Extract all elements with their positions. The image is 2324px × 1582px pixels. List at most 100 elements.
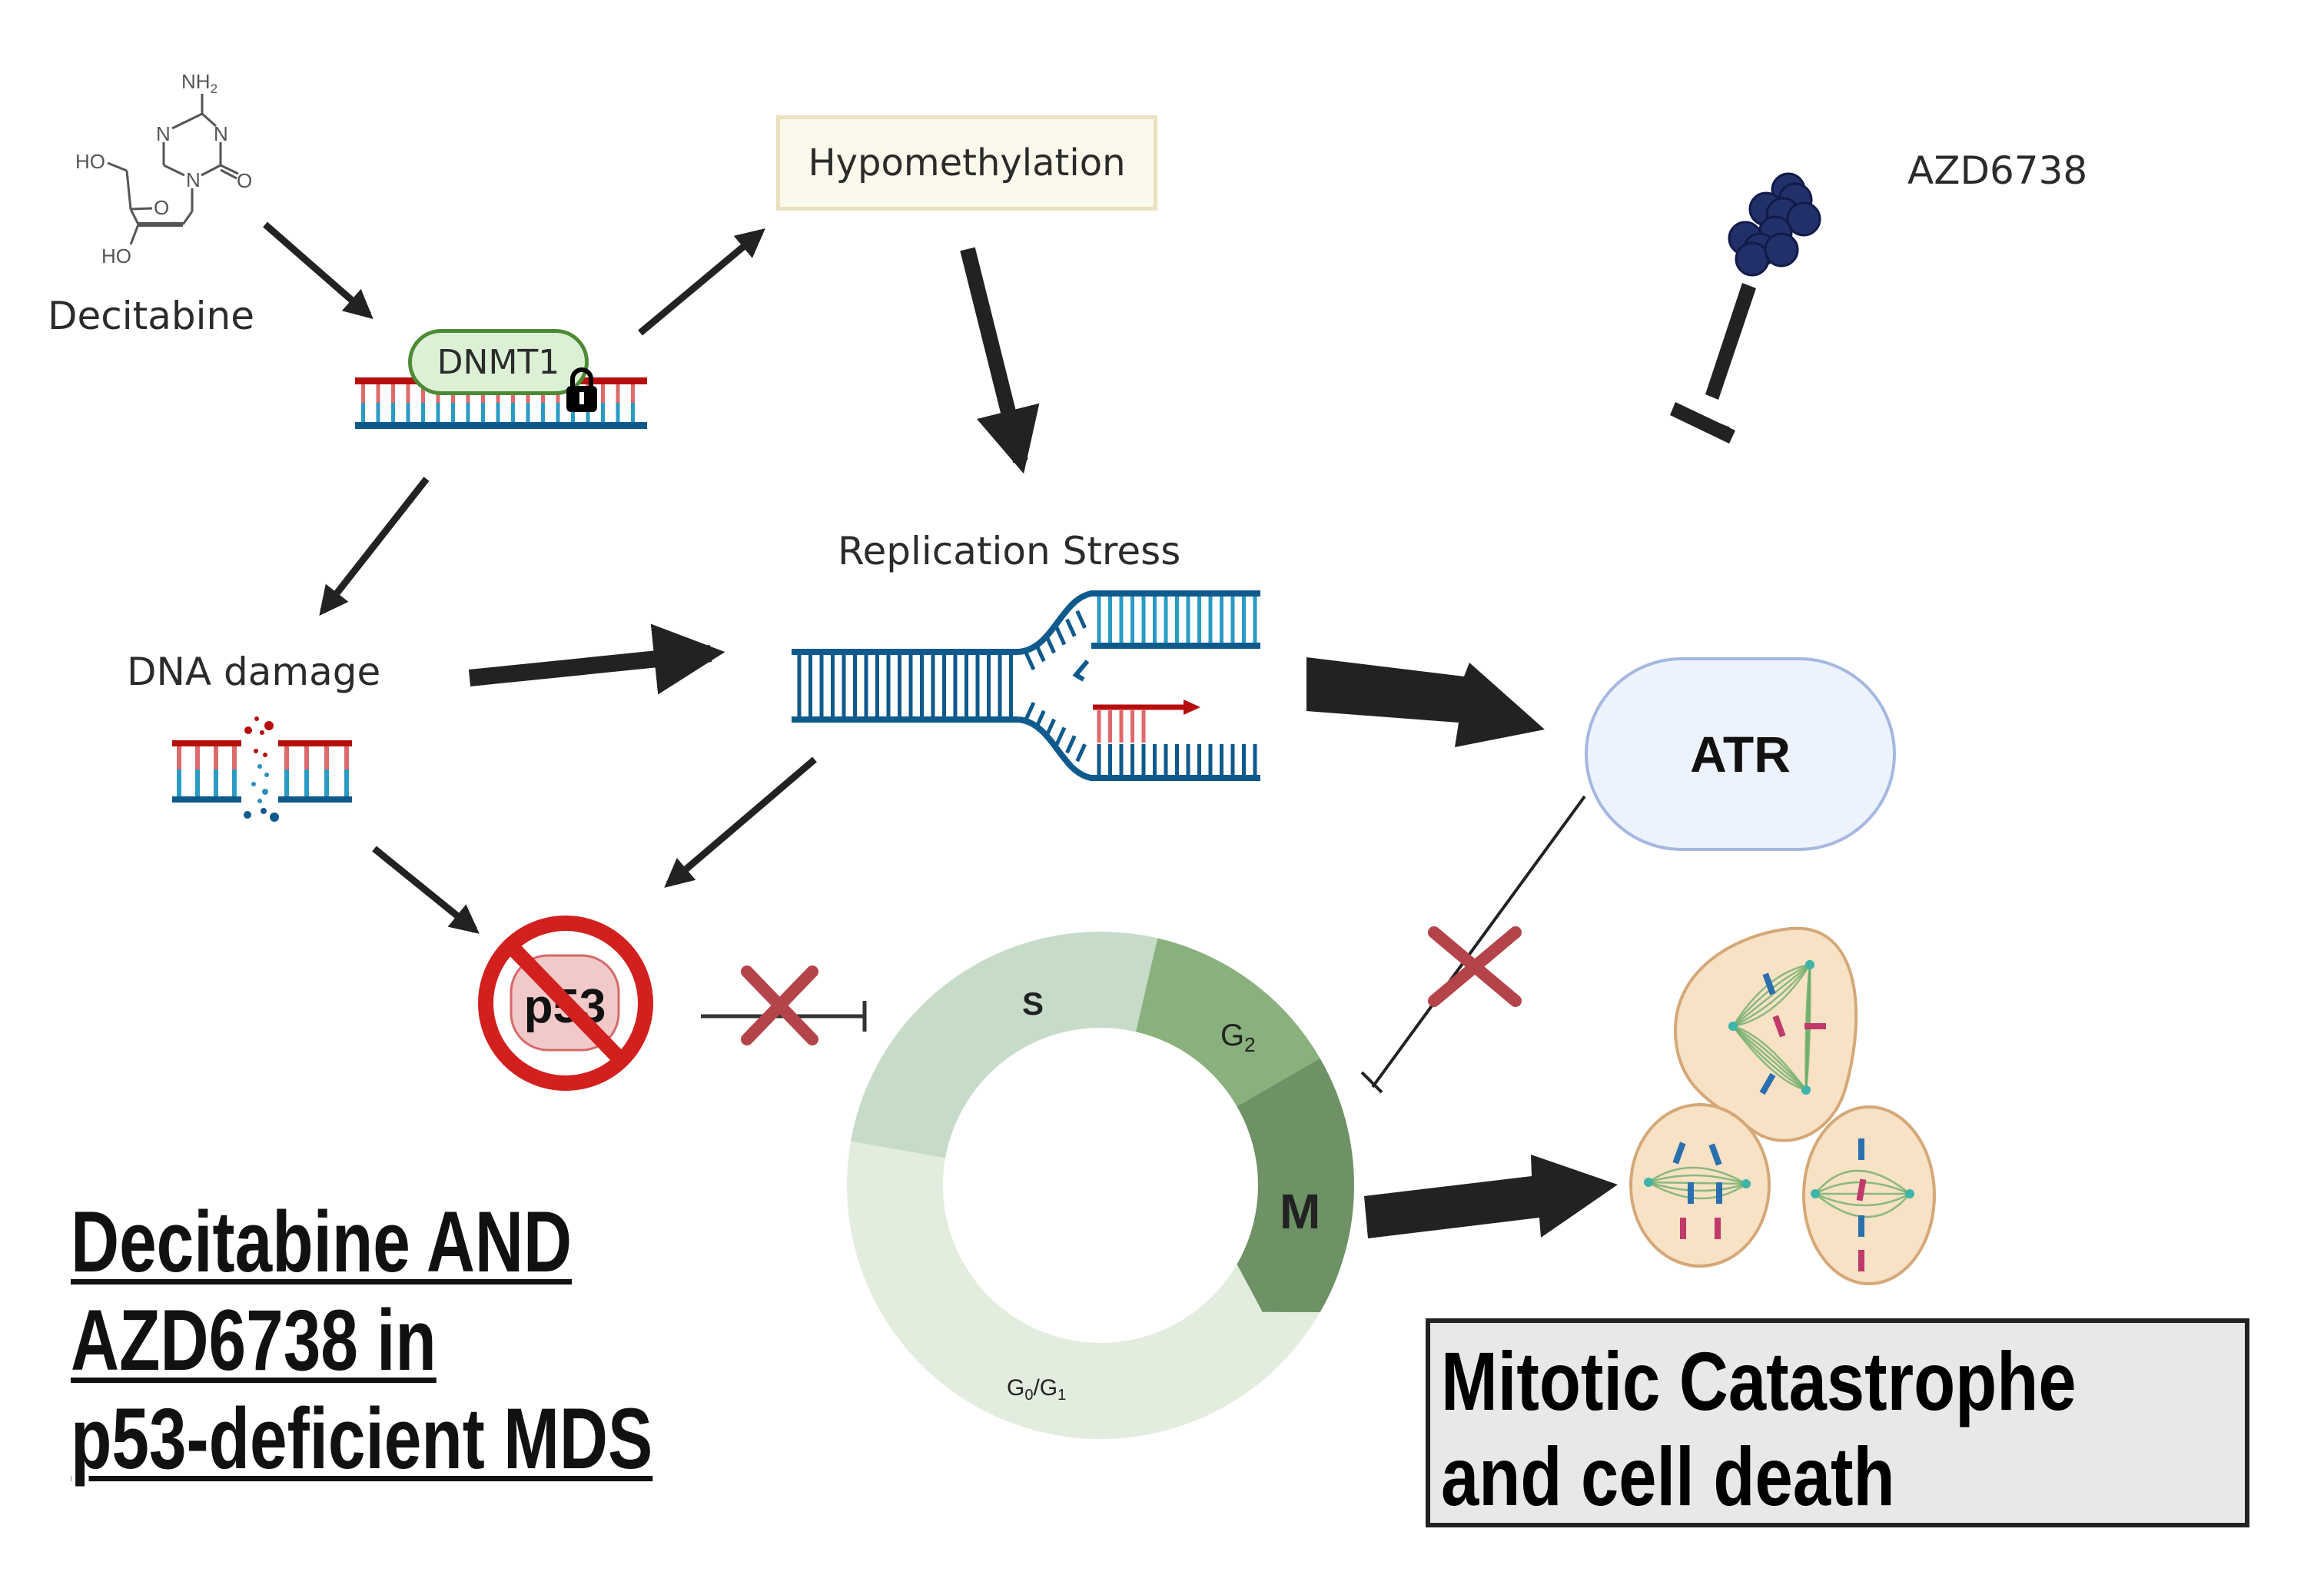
figure-title: Decitabine AND AZD6738 in p53-deficient … — [71, 1193, 652, 1488]
inhibition-atr-to-cell-cycle — [1360, 795, 1586, 1094]
spindle-fiber — [1732, 964, 1811, 1028]
dna-rung — [344, 769, 349, 796]
dna-rung — [481, 403, 485, 422]
phase-g2-segment — [1136, 938, 1320, 1108]
dna-rung — [361, 403, 365, 422]
centrosome — [1905, 1189, 1914, 1198]
arrow-hypomethylation-to-replication — [960, 247, 1040, 474]
atom-hydroxyl-2: HO — [101, 244, 131, 268]
dna-rung — [177, 746, 181, 769]
cell-cycle-ring — [846, 932, 1354, 1439]
centrosome — [1644, 1178, 1653, 1187]
atr-label: ATR — [1690, 726, 1791, 783]
fork-rung — [1034, 643, 1046, 663]
arrow-dna-damage-to-p53 — [372, 846, 480, 934]
spindle-fiber — [1648, 1166, 1747, 1185]
replication-stress-label: Replication Stress — [838, 529, 1181, 573]
chromosome — [1680, 1218, 1686, 1239]
mitotic-cell — [1802, 1105, 1936, 1285]
title-line-1: Decitabine AND — [71, 1194, 573, 1290]
dna-rung — [526, 403, 530, 422]
dna-rung — [601, 384, 605, 403]
chromosome — [1856, 1178, 1867, 1201]
chromosome — [1715, 1218, 1721, 1239]
cell-cycle-labels: S G2 M G0/G1 — [1007, 985, 1320, 1404]
spindle-fiber — [1648, 1181, 1747, 1185]
arrow-dna-damage-to-replication — [468, 623, 725, 695]
blocked-x-icon — [1428, 926, 1522, 1007]
fork-rung — [1054, 626, 1067, 646]
decitabine-label: Decitabine — [48, 294, 254, 338]
phase-label-s: S — [1022, 985, 1044, 1022]
outcome-line-2: and cell death — [1441, 1430, 1895, 1523]
dna-rung — [616, 403, 620, 422]
dna-rung — [421, 403, 425, 422]
spindle-fiber — [1648, 1181, 1747, 1200]
spindle-fiber — [1732, 1025, 1807, 1092]
dna-rung — [284, 746, 289, 769]
mitotic-cells-icon — [1629, 926, 1936, 1285]
fork-rung — [1034, 710, 1046, 729]
spindle-fiber — [1732, 1025, 1807, 1091]
dna-rung — [324, 746, 329, 769]
arrow-replication-to-p53 — [664, 756, 817, 888]
dna-rung — [436, 403, 440, 422]
arrow-dnmt1-to-hypomethylation — [638, 228, 765, 336]
centrosome — [1811, 1189, 1820, 1198]
centrosome — [1741, 1179, 1751, 1188]
dna-rung — [177, 769, 181, 796]
dna-rung — [391, 384, 395, 403]
spindle-fiber — [1732, 964, 1811, 1027]
dna-rung — [214, 769, 218, 796]
fork-rung — [1065, 735, 1077, 754]
dna-rung — [304, 746, 309, 769]
dna-rung — [496, 403, 500, 422]
dna-rung — [195, 746, 200, 769]
phase-label-g0g1: G0/G1 — [1007, 1375, 1066, 1404]
title-line-3: p53-deficient MDS — [71, 1391, 653, 1487]
fork-rung — [1044, 718, 1056, 737]
prohibit-icon — [478, 916, 653, 1091]
dna-rung — [616, 384, 620, 403]
dna-rung — [601, 403, 605, 422]
dna-rung — [631, 403, 635, 422]
decitabine-molecule-atoms: NH2 N N N O O HO HO — [75, 70, 252, 268]
fork-rung — [1044, 635, 1056, 654]
dna-rung — [406, 403, 410, 422]
chromosome — [1762, 972, 1776, 995]
fork-rung — [1024, 701, 1036, 721]
spindle-fiber — [1648, 1174, 1747, 1185]
chromosome — [1858, 1138, 1864, 1160]
dna-damage-label: DNA damage — [127, 650, 381, 694]
fork-rung — [1075, 610, 1087, 629]
hypomethylation-node: Hypomethylation — [776, 115, 1157, 211]
dna-rung — [344, 746, 349, 769]
dna-rung — [571, 403, 575, 422]
phase-s-segment — [851, 932, 1174, 1158]
replication-fork-icon — [792, 590, 1260, 781]
atom-n2: N — [214, 122, 228, 145]
atom-n3: N — [186, 168, 201, 191]
chromosome — [1858, 1215, 1864, 1237]
chromosome — [1688, 1182, 1694, 1204]
spindle-fiber — [1732, 1025, 1808, 1091]
spindle-fiber — [1732, 1025, 1807, 1091]
arrow-cell-cycle-to-outcome — [1364, 1155, 1618, 1238]
dna-rung — [232, 769, 237, 796]
centrosome — [1805, 960, 1814, 969]
dna-rung — [586, 403, 590, 422]
centrosome — [1801, 1085, 1811, 1095]
dna-rung — [406, 384, 410, 403]
dna-rung — [232, 746, 237, 769]
outcome-box: Mitotic Catastrophe and cell death — [1426, 1318, 2249, 1527]
dna-rung — [324, 769, 329, 796]
centrosome — [1728, 1022, 1738, 1031]
dna-rung — [421, 384, 425, 403]
chromosome — [1858, 1250, 1864, 1271]
hypomethylation-label: Hypomethylation — [808, 141, 1126, 184]
dna-rung — [376, 403, 380, 422]
dna-rung — [556, 403, 560, 422]
dna-rung — [195, 769, 200, 796]
